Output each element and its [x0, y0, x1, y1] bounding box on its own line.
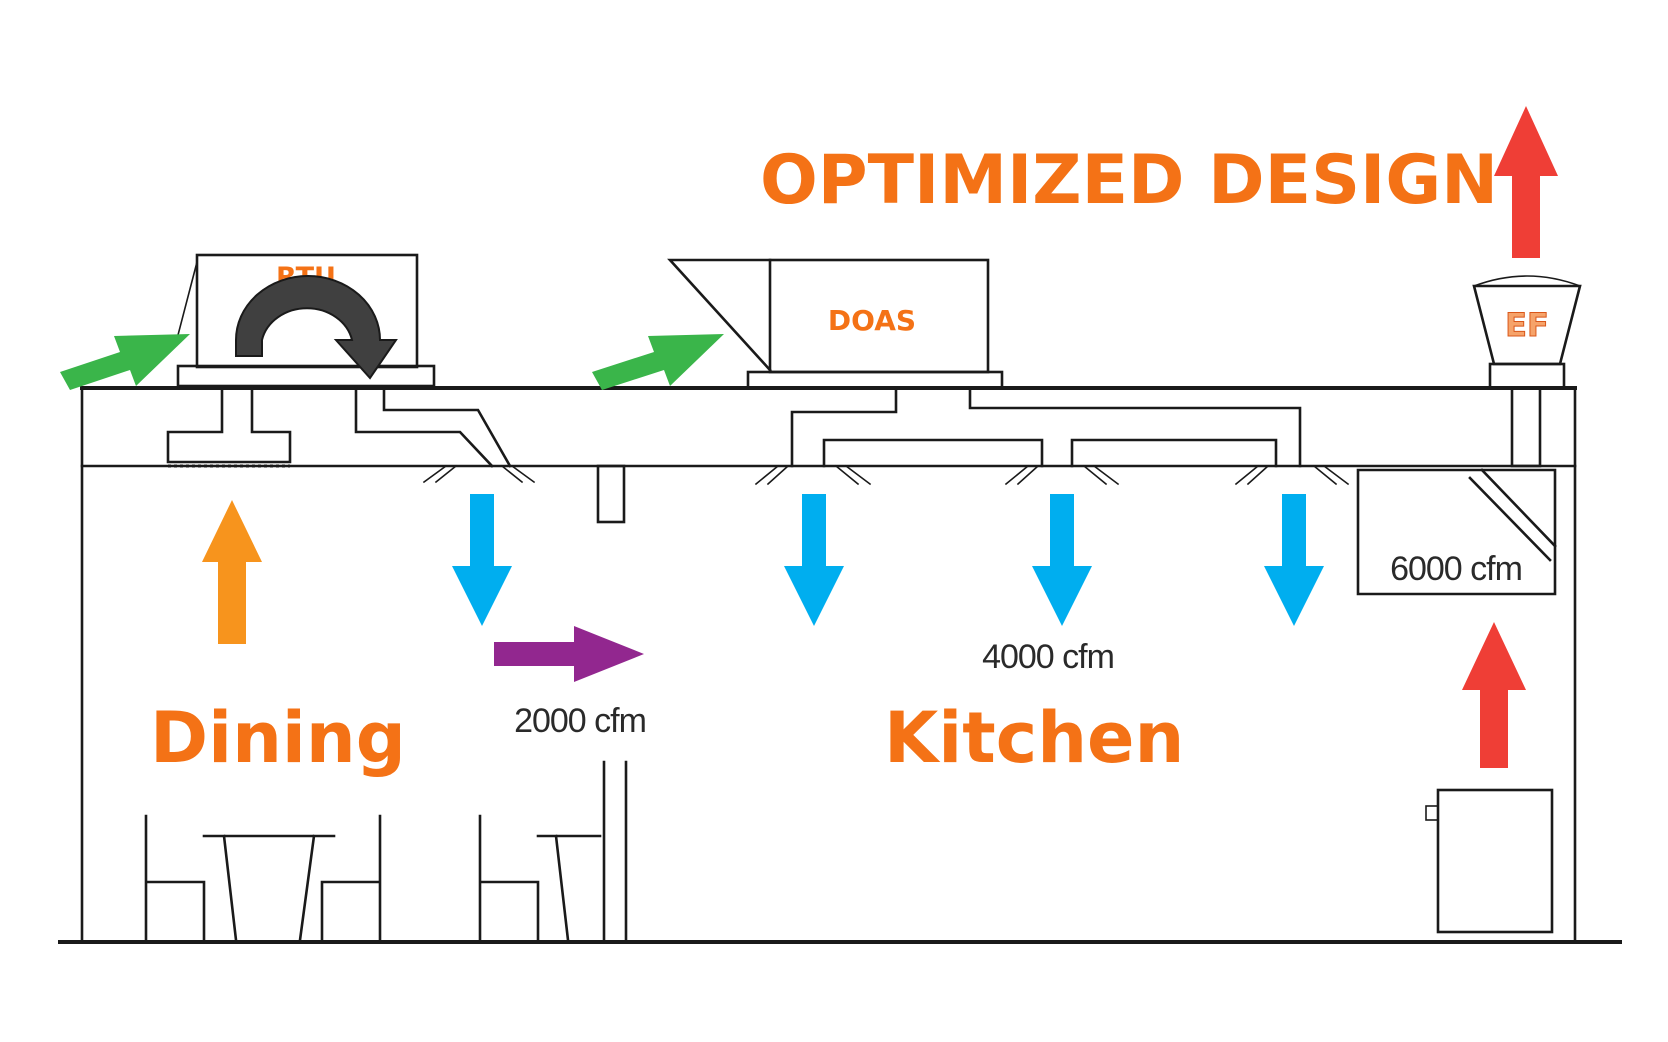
chair-right — [320, 814, 382, 942]
supply-flow-label: 4000 cfm — [982, 638, 1114, 676]
building-outline — [58, 386, 1622, 944]
dining-furniture — [144, 760, 628, 942]
rtu-return-duct — [166, 386, 292, 464]
supply-air-arrow-2 — [784, 494, 844, 626]
dining-label: Dining — [150, 697, 406, 779]
doas-label: DOAS — [828, 304, 916, 337]
doas-branch-a — [822, 438, 1044, 468]
kitchen-diffuser-1 — [754, 464, 872, 486]
ef-riser-duct — [1510, 386, 1542, 468]
supply-air-arrow-3 — [1032, 494, 1092, 626]
kitchen-hood: 6000 cfm — [1356, 468, 1557, 596]
doas-cabinet — [768, 258, 990, 374]
chair-far — [478, 814, 540, 942]
table-left — [202, 834, 336, 942]
hood-body — [1356, 468, 1557, 596]
ef-cap — [1472, 275, 1582, 288]
ef-curb — [1488, 362, 1566, 390]
supply-air-arrow-1 — [452, 494, 512, 626]
airflow-arrows — [60, 106, 1558, 768]
kitchen-diffuser-3 — [1234, 464, 1350, 486]
cooking-appliance — [1425, 788, 1554, 934]
rtu-unit: RTU — [166, 253, 536, 484]
kitchen-label: Kitchen — [884, 697, 1184, 779]
exhaust-air-arrow-roof — [1494, 106, 1558, 258]
table-far — [536, 834, 602, 942]
transfer-flow-label: 2000 cfm — [514, 702, 646, 740]
diagram-title: OPTIMIZED DESIGN — [760, 141, 1498, 220]
doas-supply-trunk — [790, 386, 898, 468]
doas-branch-b — [1070, 438, 1278, 468]
exhaust-fan-unit: EF — [1472, 275, 1582, 468]
rtu-outdoor-air-arrow — [60, 334, 190, 390]
appliance-body — [1436, 788, 1554, 934]
exhaust-flow-label: 6000 cfm — [1390, 550, 1522, 588]
transfer-air-arrow — [494, 626, 644, 682]
ef-housing — [1472, 284, 1582, 366]
doas-outdoor-air-arrow — [592, 334, 724, 390]
hood-filter — [1468, 468, 1557, 562]
doas-unit: DOAS — [667, 258, 1350, 486]
appliance-knob — [1425, 805, 1439, 821]
rtu-supply-duct-inner — [382, 386, 512, 468]
kitchen-diffuser-2 — [1004, 464, 1120, 486]
rtu-supply-duct — [354, 386, 494, 468]
ef-label: EF — [1505, 306, 1549, 344]
rtu-intake-hood — [177, 261, 198, 336]
chair-left — [144, 814, 206, 942]
exhaust-air-arrow-kitchen — [1462, 622, 1526, 768]
rtu-cabinet — [195, 253, 419, 369]
recirculation-icon — [235, 275, 398, 380]
doas-intake-hood — [667, 258, 772, 372]
rtu-supply-diffuser — [422, 464, 536, 484]
rtu-curb — [176, 364, 436, 388]
ceiling-fixture — [596, 464, 626, 524]
doas-curb — [746, 370, 1004, 390]
doas-supply-trunk-right — [968, 386, 1302, 468]
supply-air-arrow-4 — [1264, 494, 1324, 626]
partition-wall — [602, 760, 628, 942]
return-air-arrow — [202, 500, 262, 644]
